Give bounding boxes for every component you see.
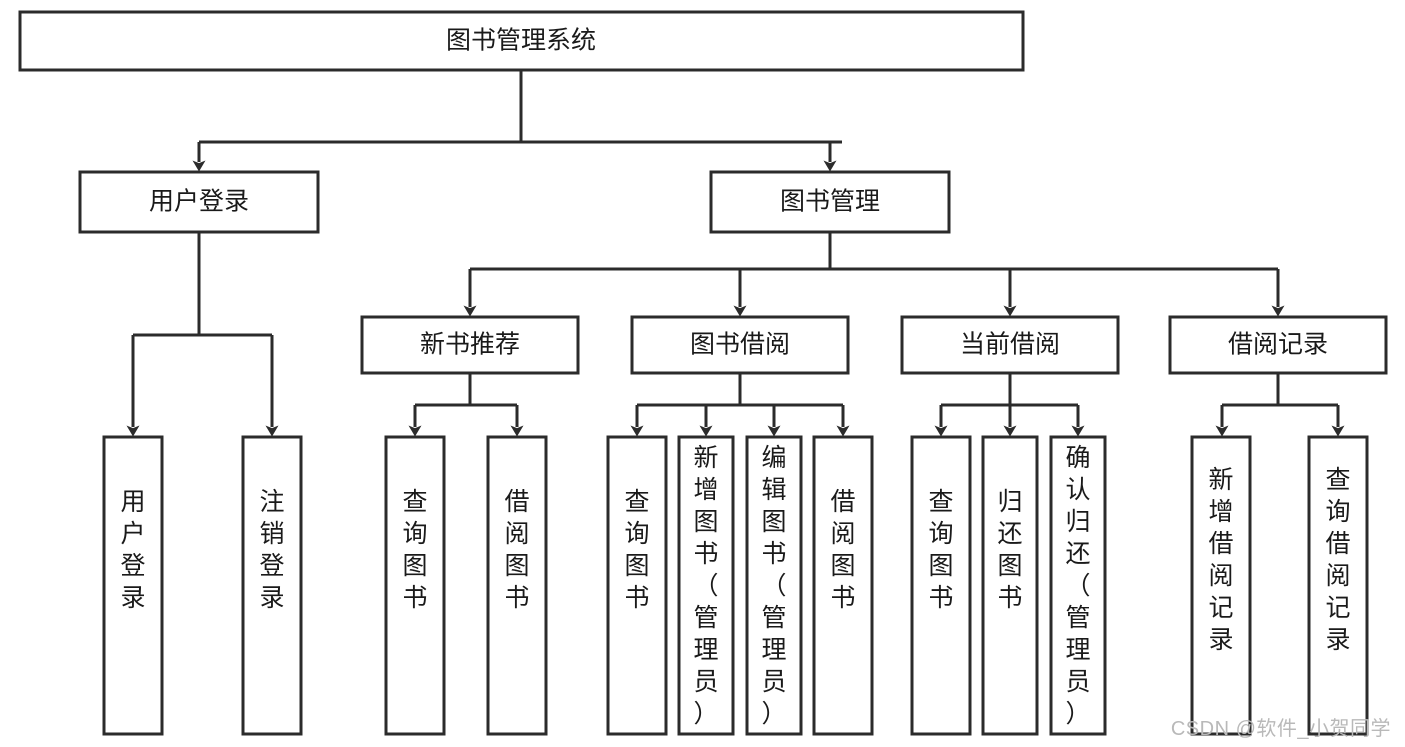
node-root[interactable]: 图书管理系统 bbox=[18, 10, 1025, 72]
node-leaf-add-record-box bbox=[1190, 435, 1252, 736]
node-leaf-query-book-3[interactable]: 查询图书 bbox=[910, 435, 972, 736]
node-leaf-query-book-3-box bbox=[910, 435, 972, 736]
node-leaf-logout-label: 注销登录 bbox=[259, 488, 284, 612]
connector-layer bbox=[126, 70, 1345, 437]
node-leaf-query-record-box bbox=[1307, 435, 1369, 736]
node-leaf-return-book-label: 归还图书 bbox=[997, 488, 1022, 612]
node-book-borrow[interactable]: 图书借阅 bbox=[630, 315, 850, 375]
node-leaf-query-record[interactable]: 查询借阅记录 bbox=[1307, 435, 1369, 736]
node-leaf-add-book-label: 新增图书（管理员） bbox=[693, 444, 718, 728]
node-current-borrow-box bbox=[900, 315, 1120, 375]
node-book-manage-box bbox=[709, 170, 951, 234]
node-leaf-return-book[interactable]: 归还图书 bbox=[981, 435, 1039, 736]
node-leaf-borrow-book-1-label: 借阅图书 bbox=[504, 488, 529, 612]
node-borrow-record[interactable]: 借阅记录 bbox=[1168, 315, 1388, 375]
node-leaf-borrow-book-2-box bbox=[812, 435, 874, 736]
node-leaf-query-book-2-box bbox=[606, 435, 668, 736]
node-book-manage[interactable]: 图书管理 bbox=[709, 170, 951, 234]
node-leaf-add-book[interactable]: 新增图书（管理员） bbox=[677, 435, 735, 736]
node-leaf-query-book-1-box bbox=[384, 435, 446, 736]
node-leaf-query-record-label: 查询借阅记录 bbox=[1325, 466, 1350, 654]
node-current-borrow-label: 当前借阅 bbox=[960, 331, 1060, 359]
node-leaf-confirm-return[interactable]: 确认归还（管理员） bbox=[1049, 435, 1107, 736]
node-leaf-borrow-book-1[interactable]: 借阅图书 bbox=[486, 435, 548, 736]
node-leaf-user-login-label: 用户登录 bbox=[120, 488, 145, 612]
node-leaf-borrow-book-2-label: 借阅图书 bbox=[830, 488, 855, 612]
node-user-login-box bbox=[78, 170, 320, 234]
node-borrow-record-box bbox=[1168, 315, 1388, 375]
node-leaf-edit-book-box bbox=[745, 435, 803, 736]
node-leaf-edit-book-label: 编辑图书（管理员） bbox=[761, 444, 786, 728]
node-user-login-label: 用户登录 bbox=[149, 188, 249, 216]
node-new-book-recommend-box bbox=[360, 315, 580, 375]
node-leaf-confirm-return-label: 确认归还（管理员） bbox=[1065, 444, 1090, 728]
node-leaf-add-record[interactable]: 新增借阅记录 bbox=[1190, 435, 1252, 736]
node-leaf-logout-box bbox=[241, 435, 303, 736]
node-leaf-edit-book[interactable]: 编辑图书（管理员） bbox=[745, 435, 803, 736]
node-borrow-record-label: 借阅记录 bbox=[1228, 331, 1328, 359]
node-current-borrow[interactable]: 当前借阅 bbox=[900, 315, 1120, 375]
node-leaf-return-book-box bbox=[981, 435, 1039, 736]
node-book-manage-label: 图书管理 bbox=[780, 188, 880, 216]
node-leaf-logout[interactable]: 注销登录 bbox=[241, 435, 303, 736]
node-leaf-confirm-return-box bbox=[1049, 435, 1107, 736]
node-leaf-query-book-1[interactable]: 查询图书 bbox=[384, 435, 446, 736]
node-book-borrow-label: 图书借阅 bbox=[690, 331, 790, 359]
node-leaf-query-book-2-label: 查询图书 bbox=[624, 488, 649, 612]
node-book-borrow-box bbox=[630, 315, 850, 375]
node-leaf-query-book-1-label: 查询图书 bbox=[402, 488, 427, 612]
node-leaf-borrow-book-1-box bbox=[486, 435, 548, 736]
node-user-login[interactable]: 用户登录 bbox=[78, 170, 320, 234]
node-new-book-recommend[interactable]: 新书推荐 bbox=[360, 315, 580, 375]
node-leaf-query-book-2[interactable]: 查询图书 bbox=[606, 435, 668, 736]
node-new-book-recommend-label: 新书推荐 bbox=[420, 331, 520, 359]
node-leaf-user-login[interactable]: 用户登录 bbox=[102, 435, 164, 736]
node-leaf-query-book-3-label: 查询图书 bbox=[928, 488, 953, 612]
node-root-box bbox=[18, 10, 1025, 72]
node-leaf-add-book-box bbox=[677, 435, 735, 736]
leaf-nodes-layer: 用户登录 注销登录 查询图书 借阅图书 查询图书 新增图书（管理员） bbox=[102, 435, 1369, 736]
node-leaf-borrow-book-2[interactable]: 借阅图书 bbox=[812, 435, 874, 736]
node-leaf-add-record-label: 新增借阅记录 bbox=[1208, 466, 1233, 654]
node-root-label: 图书管理系统 bbox=[446, 27, 596, 55]
node-leaf-user-login-box bbox=[102, 435, 164, 736]
